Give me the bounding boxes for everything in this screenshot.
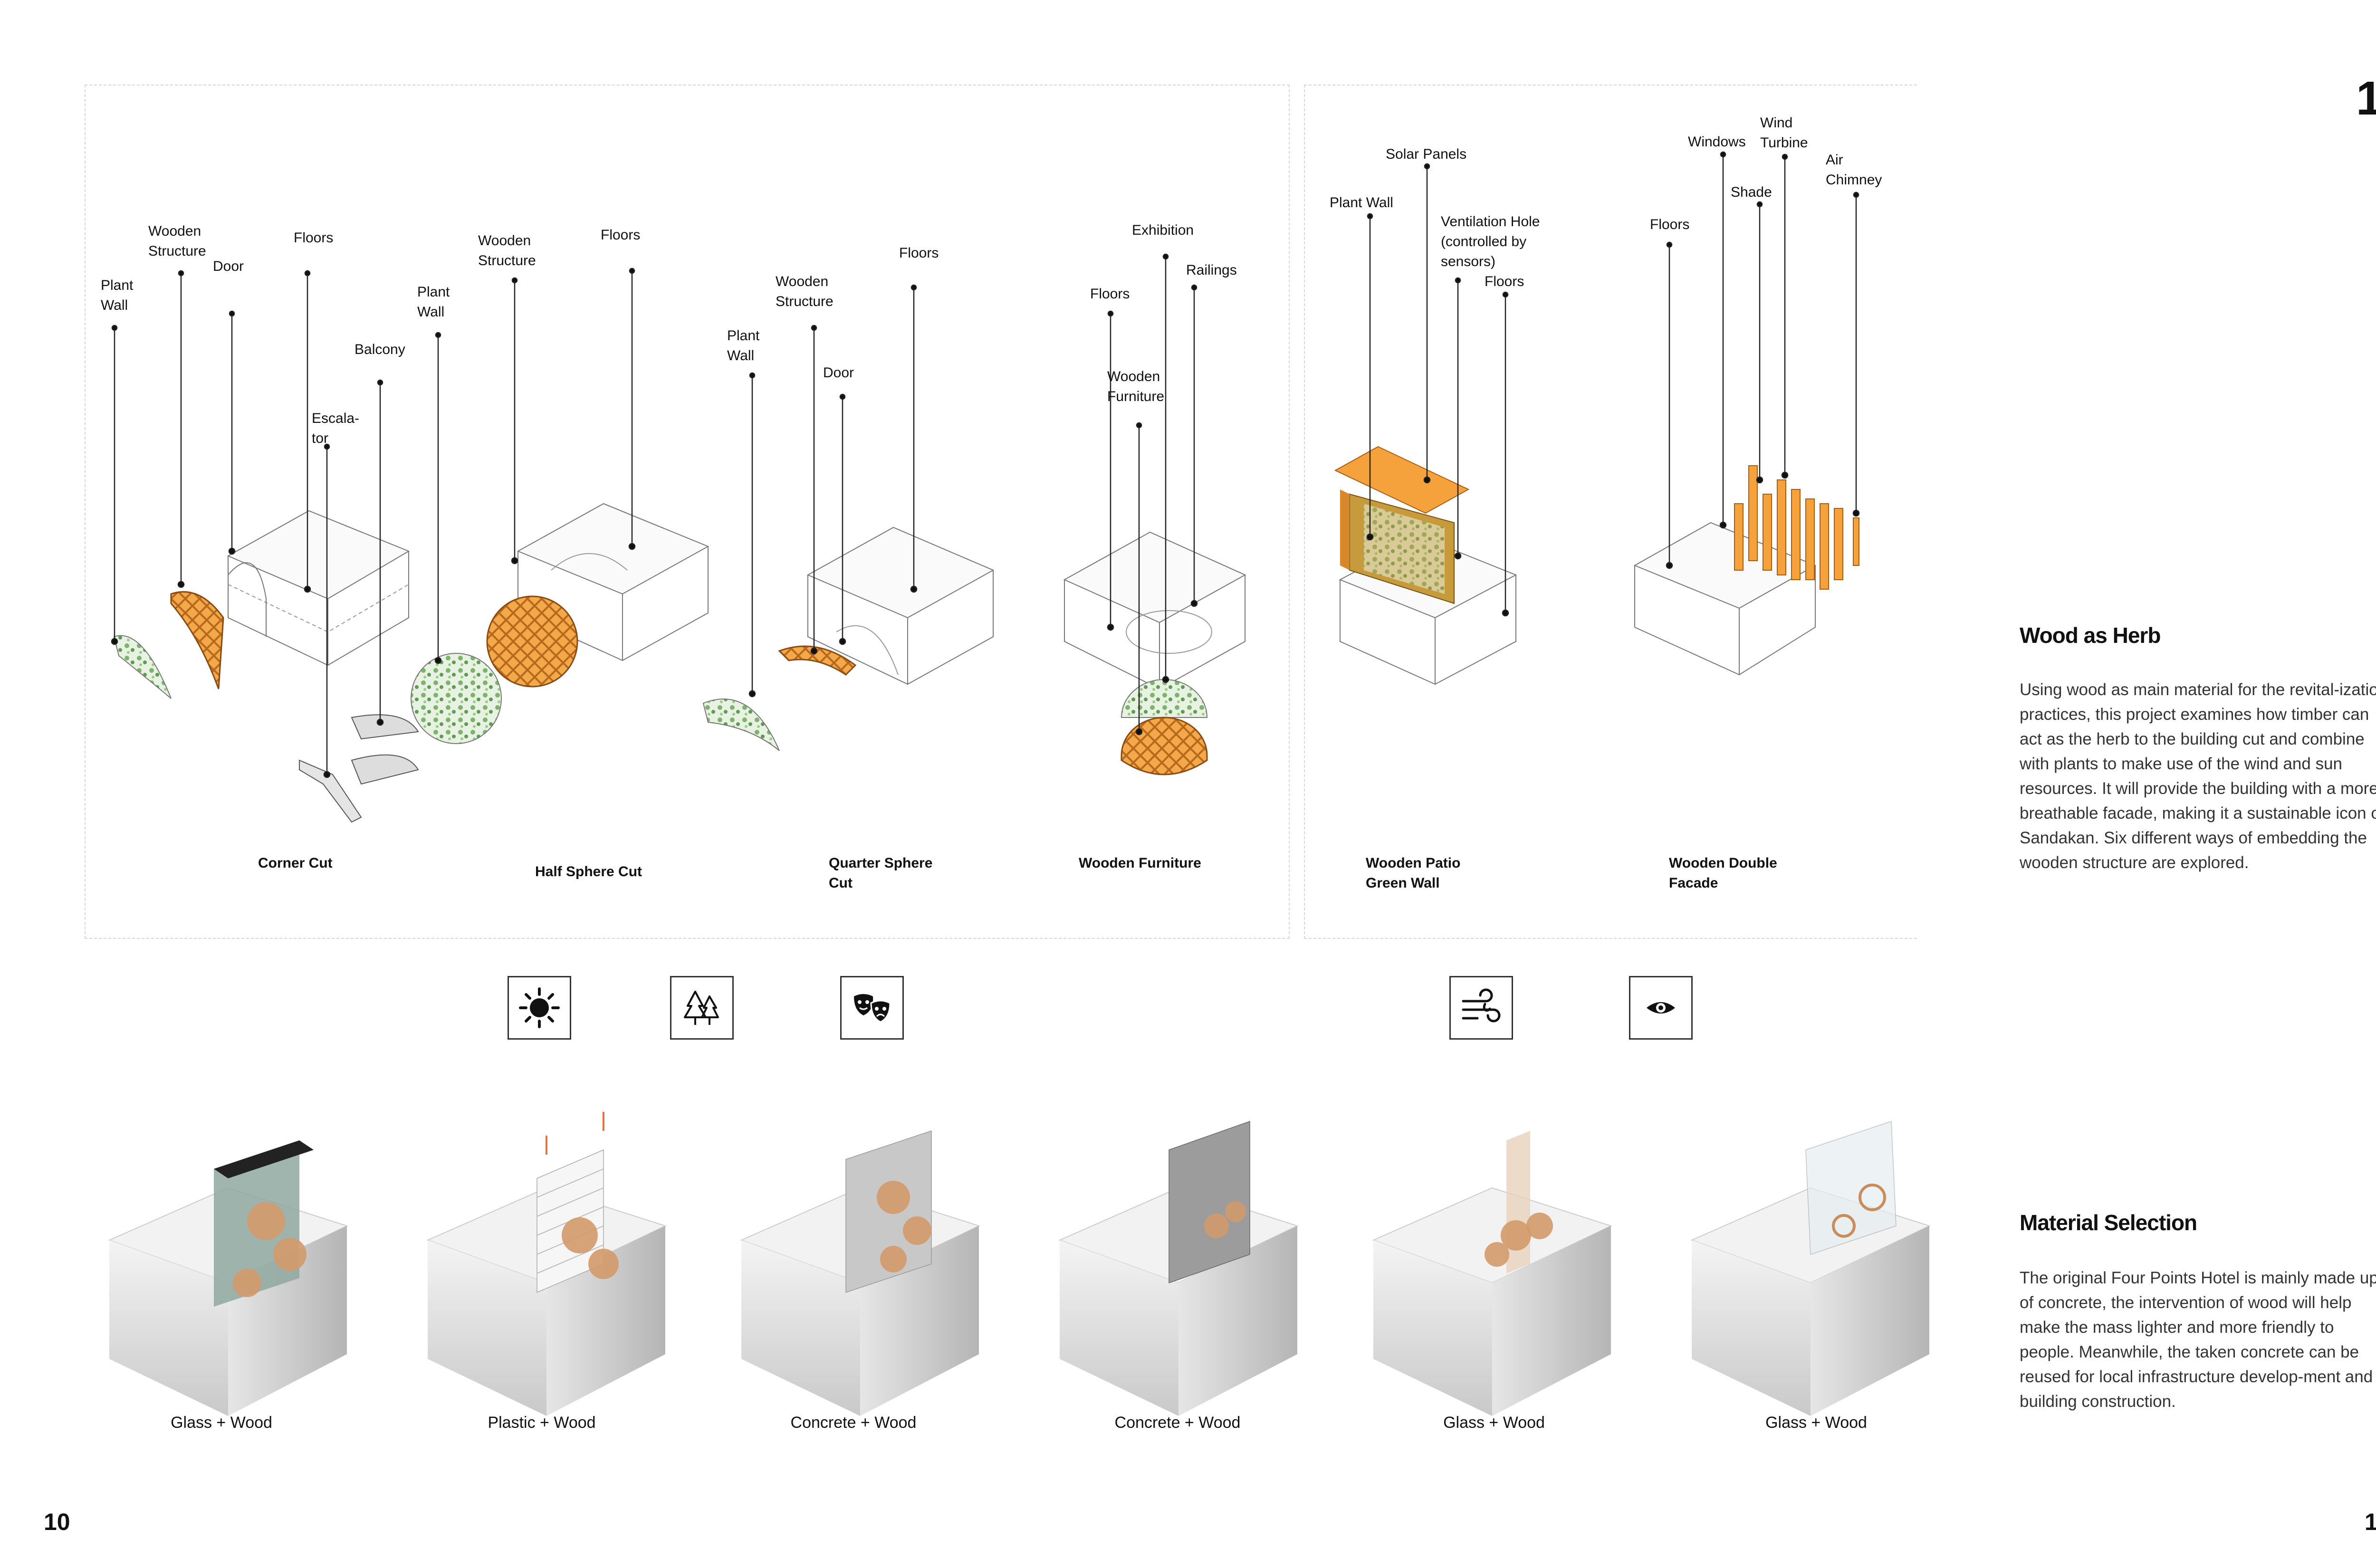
material-caption: Glass + Wood xyxy=(171,1414,272,1432)
wind-icon xyxy=(1449,976,1513,1040)
material-caption: Concrete + Wood xyxy=(1114,1414,1241,1432)
label-exhibition: Exhibition xyxy=(1132,222,1194,238)
label-plant-wall: Plant Wall xyxy=(101,277,134,313)
label-air-chimney: Air Chimney xyxy=(1826,152,1882,188)
label-wooden-furniture: Wooden Furniture xyxy=(1107,369,1165,404)
eye-icon xyxy=(1629,976,1693,1040)
material-caption: Concrete + Wood xyxy=(790,1414,917,1432)
diagram-frame-right xyxy=(1304,85,1917,939)
label-plant-wall: Plant Wall xyxy=(417,284,450,320)
label-door: Door xyxy=(213,258,244,274)
page-number-large: 11 xyxy=(2356,72,2376,125)
caption-quarter-sphere-cut: Quarter Sphere Cut xyxy=(829,855,933,891)
label-plant-wall: Plant Wall xyxy=(727,328,760,363)
section-body-wood-as-herb: Using wood as main material for the revi… xyxy=(2020,680,2376,872)
label-floors: Floors xyxy=(1090,286,1130,302)
caption-corner-cut: Corner Cut xyxy=(258,855,333,871)
label-floors: Floors xyxy=(899,245,939,261)
label-plant-wall: Plant Wall xyxy=(1330,195,1393,210)
label-floors: Floors xyxy=(1650,217,1690,232)
material-caption: Plastic + Wood xyxy=(488,1414,596,1432)
diagram-frame-left xyxy=(85,85,1290,939)
label-escalator: Escala- tor xyxy=(312,411,360,446)
label-wooden-structure: Wooden Structure xyxy=(776,274,834,309)
label-floors: Floors xyxy=(1485,274,1524,289)
section-body-material-selection: The original Four Points Hotel is mainly… xyxy=(2020,1269,2376,1411)
caption-wooden-patio: Wooden Patio Green Wall xyxy=(1366,855,1461,891)
page-number-right: 11 xyxy=(2365,1509,2376,1535)
page-number-left: 10 xyxy=(44,1509,70,1535)
label-wooden-structure: Wooden Structure xyxy=(148,223,206,259)
section-title-wood-as-herb: Wood as Herb xyxy=(2020,623,2161,648)
label-balcony: Balcony xyxy=(354,342,405,357)
label-door: Door xyxy=(823,365,854,381)
caption-wooden-furniture: Wooden Furniture xyxy=(1079,855,1201,871)
label-railings: Railings xyxy=(1186,262,1237,278)
label-wind-turbine: Wind Turbine xyxy=(1760,115,1808,151)
label-floors: Floors xyxy=(294,230,334,246)
caption-half-sphere-cut: Half Sphere Cut xyxy=(535,864,642,880)
section-title-material-selection: Material Selection xyxy=(2020,1210,2197,1235)
label-ventilation-hole: Ventilation Hole (controlled by sensors) xyxy=(1441,214,1540,269)
label-wooden-structure: Wooden Structure xyxy=(478,233,536,268)
sun-icon xyxy=(508,976,571,1040)
caption-wooden-double-facade: Wooden Double Facade xyxy=(1669,855,1777,891)
material-caption: Glass + Wood xyxy=(1765,1414,1867,1432)
theater-masks-icon xyxy=(840,976,904,1040)
trees-icon xyxy=(670,976,734,1040)
material-caption: Glass + Wood xyxy=(1443,1414,1545,1432)
label-floors: Floors xyxy=(601,227,641,243)
label-shade: Shade xyxy=(1731,184,1772,200)
label-solar-panels: Solar Panels xyxy=(1386,146,1467,162)
label-windows: Windows xyxy=(1688,134,1746,150)
